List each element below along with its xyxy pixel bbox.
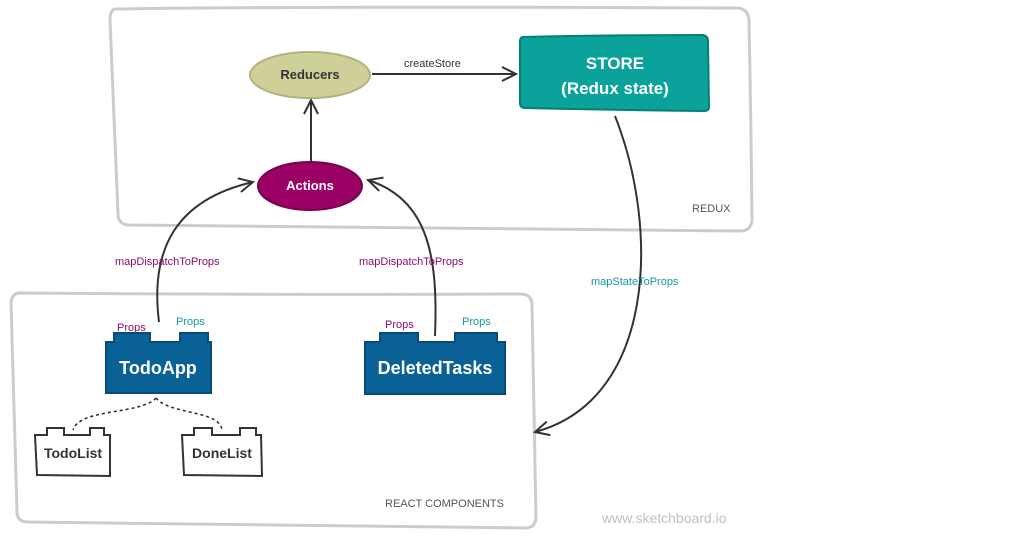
watermark: www.sketchboard.io — [601, 510, 727, 526]
reducers-node[interactable]: Reducers — [249, 51, 371, 99]
reducers-label: Reducers — [280, 67, 339, 82]
todolist-component[interactable]: TodoList — [33, 427, 111, 478]
todoapp-component[interactable]: TodoApp — [105, 332, 212, 394]
todoapp-dispatch-arrow — [156, 177, 256, 323]
redux-group-frame — [108, 5, 754, 233]
todolist-label: TodoList — [44, 445, 102, 461]
todoapp-props-right: Props — [176, 316, 205, 328]
map-state-arrow — [532, 115, 643, 437]
redux-group-label: REDUX — [692, 203, 731, 215]
map-dispatch-label-left: mapDispatchToProps — [115, 256, 220, 268]
create-store-label: createStore — [404, 58, 461, 70]
store-node[interactable]: STORE (Redux state) — [519, 33, 711, 113]
react-group-label: REACT COMPONENTS — [385, 498, 504, 510]
map-state-label: mapStateToProps — [591, 276, 679, 288]
todoapp-to-todolist-connector — [72, 397, 157, 431]
todoapp-to-donelist-connector — [155, 397, 223, 431]
deleted-props-right: Props — [462, 316, 491, 328]
store-subtitle: (Redux state) — [561, 79, 669, 98]
deletedtasks-label: DeletedTasks — [378, 358, 493, 378]
actions-node[interactable]: Actions — [257, 161, 363, 211]
react-group-frame — [9, 291, 538, 530]
donelist-label: DoneList — [192, 445, 252, 461]
todoapp-label: TodoApp — [119, 358, 197, 378]
store-title: STORE — [586, 54, 644, 73]
deleted-dispatch-arrow — [365, 176, 437, 337]
deletedtasks-component[interactable]: DeletedTasks — [364, 332, 506, 395]
donelist-component[interactable]: DoneList — [180, 427, 264, 478]
map-dispatch-label-right: mapDispatchToProps — [359, 256, 464, 268]
todoapp-props-left: Props — [117, 322, 146, 334]
actions-label: Actions — [286, 178, 334, 193]
deleted-props-left: Props — [385, 319, 414, 331]
